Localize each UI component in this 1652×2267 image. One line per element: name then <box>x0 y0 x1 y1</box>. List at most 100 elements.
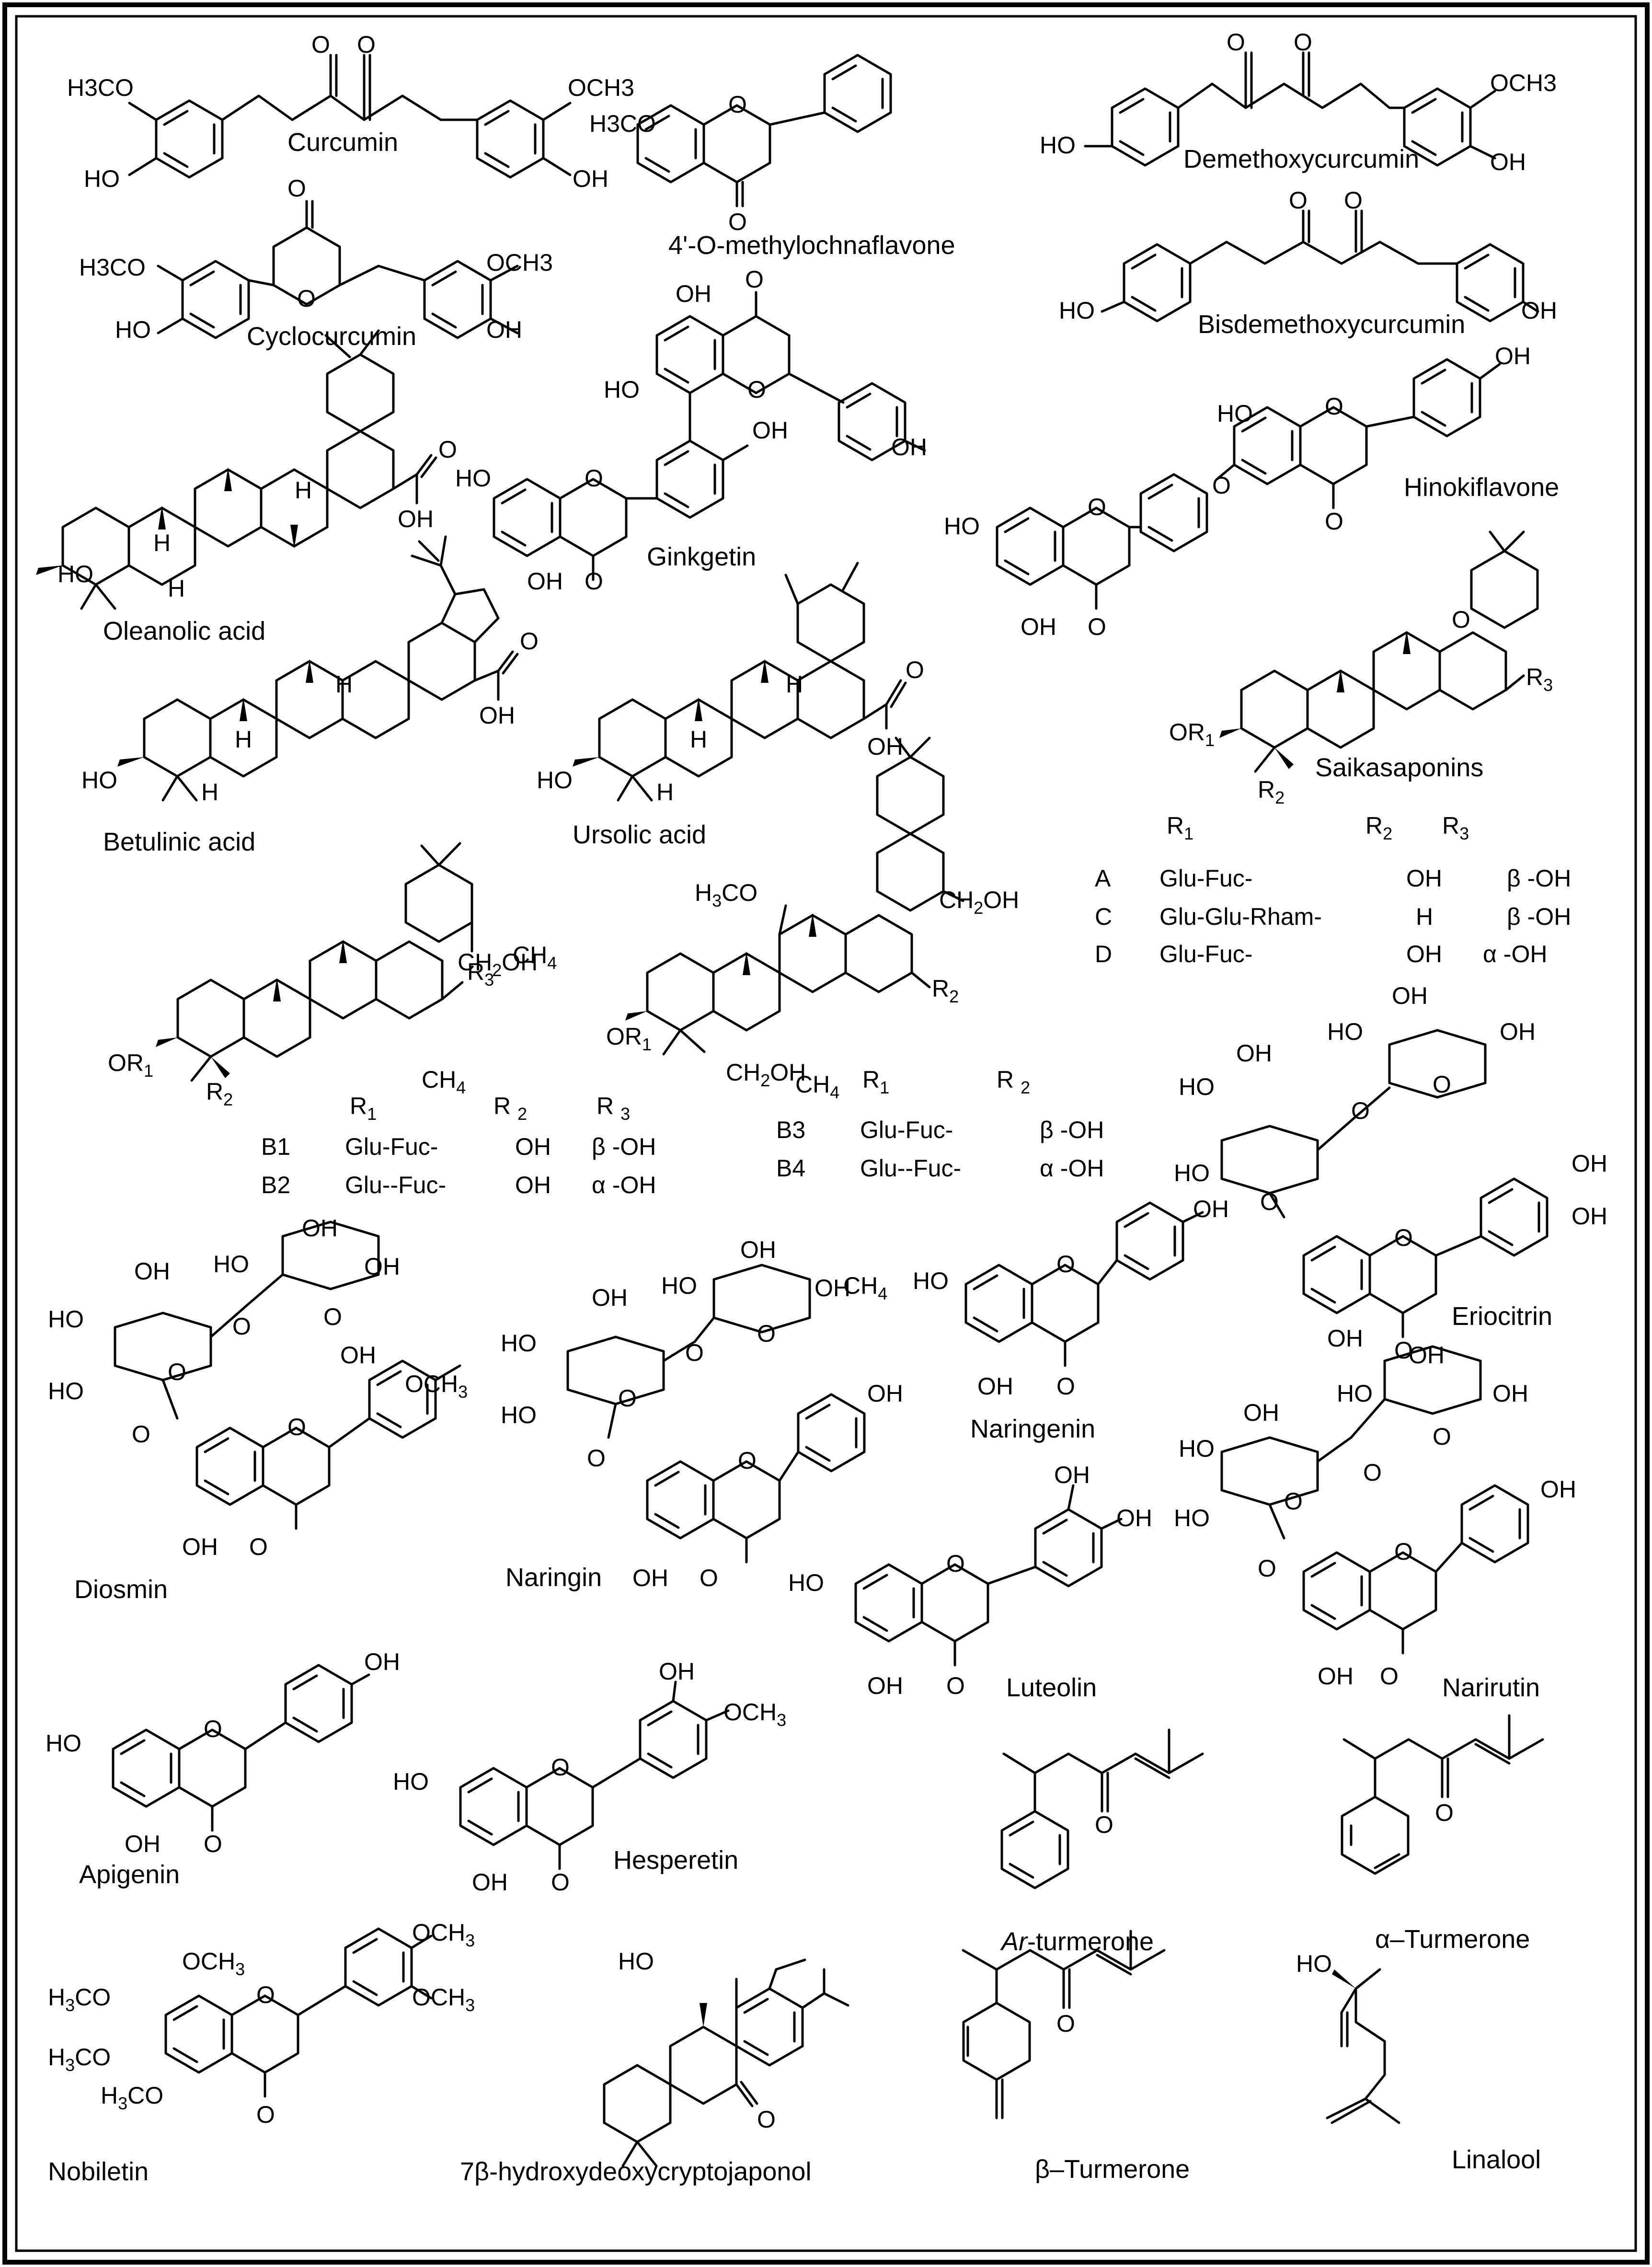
saika-row-a-r1: Glu-Fuc- <box>1159 865 1252 892</box>
narirutin-o-sugar1-ring-label: O <box>1284 1488 1303 1515</box>
b-row2-id: B2 <box>261 1172 290 1198</box>
naringin-o-ring-label: O <box>738 1447 757 1474</box>
b3-h1-sub: 1 <box>880 1078 889 1097</box>
narirutin-oh-sugar1-top-label: OH <box>1243 1399 1279 1426</box>
saika-row-a-id: A <box>1095 865 1111 892</box>
b3-ch4-ch: CH <box>795 1071 830 1098</box>
naringin-structure <box>568 1265 864 1564</box>
diosmin-structure <box>115 1222 461 1530</box>
narirutin-oh-sugar2-right-label: OH <box>1492 1380 1528 1407</box>
narirutin-o-keto-label: O <box>1380 1663 1399 1690</box>
hesperetin-och3-o: OCH <box>723 1699 777 1726</box>
b-or1-label: OR1 <box>108 1049 153 1081</box>
b-ch2oh-sub: 2 <box>492 960 502 980</box>
ursolic-h1-label: H <box>690 726 707 753</box>
saika-or1-label: OR1 <box>1169 719 1215 750</box>
erio-oh-catechol1-label: OH <box>1572 1150 1607 1177</box>
ginkgetin-oh-right-label: OH <box>891 434 927 460</box>
b-ch4-ch: CH <box>513 942 547 968</box>
b3-ch2oh-bot-label: CH2OH <box>726 1059 806 1090</box>
narirutin-structure <box>1222 1346 1528 1655</box>
nobiletin-och3-top-label: OCH3 <box>182 1948 245 1979</box>
hydroxydeoxycryptojaponol-structure <box>604 1958 849 2167</box>
naringin-o-link-label: O <box>685 1339 704 1366</box>
ginkgetin-name: Ginkgetin <box>647 542 756 571</box>
nobiletin-h3co-1-label: H3CO <box>48 1984 111 2015</box>
cyclocurcumin-structure <box>157 200 519 338</box>
saika-row-a-r3: β -OH <box>1507 865 1571 892</box>
saika-h1-sub: 1 <box>1184 824 1193 843</box>
narirutin-oh-b-ring-label: OH <box>1540 1476 1576 1503</box>
ginkgetin-structure <box>494 291 926 581</box>
nob-h3co3-sub: 3 <box>118 2094 127 2113</box>
ginkgetin-ho-mid-label: HO <box>604 376 640 403</box>
alpha-turmerone-o-label: O <box>1435 1799 1454 1826</box>
diosmin-oh-sugar2-top-label: OH <box>302 1215 338 1242</box>
ginkgetin-oh-bot-label: OH <box>527 568 563 595</box>
saika-row-a-r2: OH <box>1406 865 1442 892</box>
narirutin-o-ring-label: O <box>1394 1538 1413 1565</box>
demethoxy-ho-label: HO <box>1040 132 1076 159</box>
cyclocurcumin-name: Cyclocurcumin <box>247 322 416 351</box>
oleanolic-oh-label: OH <box>398 506 434 532</box>
hinoki-o-ether-label: O <box>1212 472 1231 499</box>
curcumin-o2-label: O <box>357 31 376 58</box>
naringin-ch4-label: CH4 <box>843 1272 887 1303</box>
luteolin-name: Luteolin <box>1006 1673 1097 1702</box>
ursolic-h3-label: H <box>786 671 803 698</box>
cryptojaponol-o-keto-label: O <box>757 2106 776 2133</box>
naringin-oh-sugar2-top-label: OH <box>740 1236 776 1263</box>
nob-h3co3-co: CO <box>127 2082 163 2109</box>
ginkgetin-o-ring-bot-label: O <box>585 465 603 492</box>
saika-row-c-id: C <box>1095 903 1112 930</box>
ginkgetin-o-keto-top-label: O <box>745 266 764 293</box>
luteolin-o-ring-label: O <box>946 1550 965 1577</box>
diosmin-o-glyco-label: O <box>132 1421 150 1448</box>
b3-r2-sub: 2 <box>949 987 959 1006</box>
narirutin-oh-a-ring-label: OH <box>1318 1663 1354 1690</box>
diosmin-oh-b-ring-label: OH <box>340 1342 376 1369</box>
nobiletin-h3co-3-label: H3CO <box>101 2082 163 2113</box>
nobiletin-h3co-2-label: H3CO <box>48 2044 111 2075</box>
naringin-ho-sugar1-bot-label: HO <box>501 1402 537 1428</box>
b-ch2oh-ch: CH <box>458 949 492 976</box>
diosmin-ho-sugar2-left-label: HO <box>213 1251 249 1277</box>
b-r2-sub: 2 <box>223 1090 233 1109</box>
erio-o-glyco-label: O <box>1260 1188 1279 1215</box>
nob-h3co2-h: H <box>48 2044 65 2071</box>
apigenin-ho-label: HO <box>46 1730 81 1757</box>
b3-h2-text: R <box>997 1066 1014 1093</box>
nob-h3co1-co: CO <box>75 1984 111 2011</box>
beta-turmerone-structure <box>962 1930 1166 2119</box>
saika-r3-text: R <box>1526 664 1543 690</box>
b-h3-sub: 3 <box>620 1104 630 1124</box>
b-row2-r1: Glu--Fuc- <box>345 1172 446 1198</box>
naringin-o-keto-label: O <box>700 1565 718 1591</box>
naringenin-o-keto-label: O <box>1056 1373 1075 1400</box>
b-r2-text: R <box>206 1078 223 1105</box>
erio-oh-sugar1-top-label: OH <box>1236 1040 1272 1067</box>
naringenin-structure <box>966 1203 1204 1367</box>
alpha-turmerone-name: α–Turmerone <box>1375 1925 1530 1954</box>
luteolin-o-keto-label: O <box>946 1672 965 1699</box>
cyclo-oh-label: OH <box>486 316 522 343</box>
ar-turmerone-o-label: O <box>1095 1811 1113 1838</box>
ursolic-ho-label: HO <box>537 767 573 794</box>
b3-or1-label: OR1 <box>606 1023 652 1054</box>
diosmin-o-ring-label: O <box>287 1414 306 1440</box>
curcumin-structure <box>128 54 572 177</box>
b3-r2-text: R <box>932 975 949 1002</box>
erio-o-sugar2-ring-label: O <box>1433 1071 1451 1098</box>
erio-ho-sugar1-left-label: HO <box>1179 1073 1215 1100</box>
beta-turmerone-name: β–Turmerone <box>1035 2155 1190 2184</box>
saika-h1-text: R <box>1167 812 1184 839</box>
naringin-o-sugar1-ring-label: O <box>618 1385 637 1412</box>
naringin-ho-sugar1-left-label: HO <box>501 1330 537 1357</box>
b-r2-label: R2 <box>206 1078 233 1109</box>
naringin-name: Naringin <box>505 1563 602 1592</box>
saika-row-d-r2: OH <box>1406 941 1442 967</box>
b-ch4-label: CH4 <box>513 942 557 973</box>
